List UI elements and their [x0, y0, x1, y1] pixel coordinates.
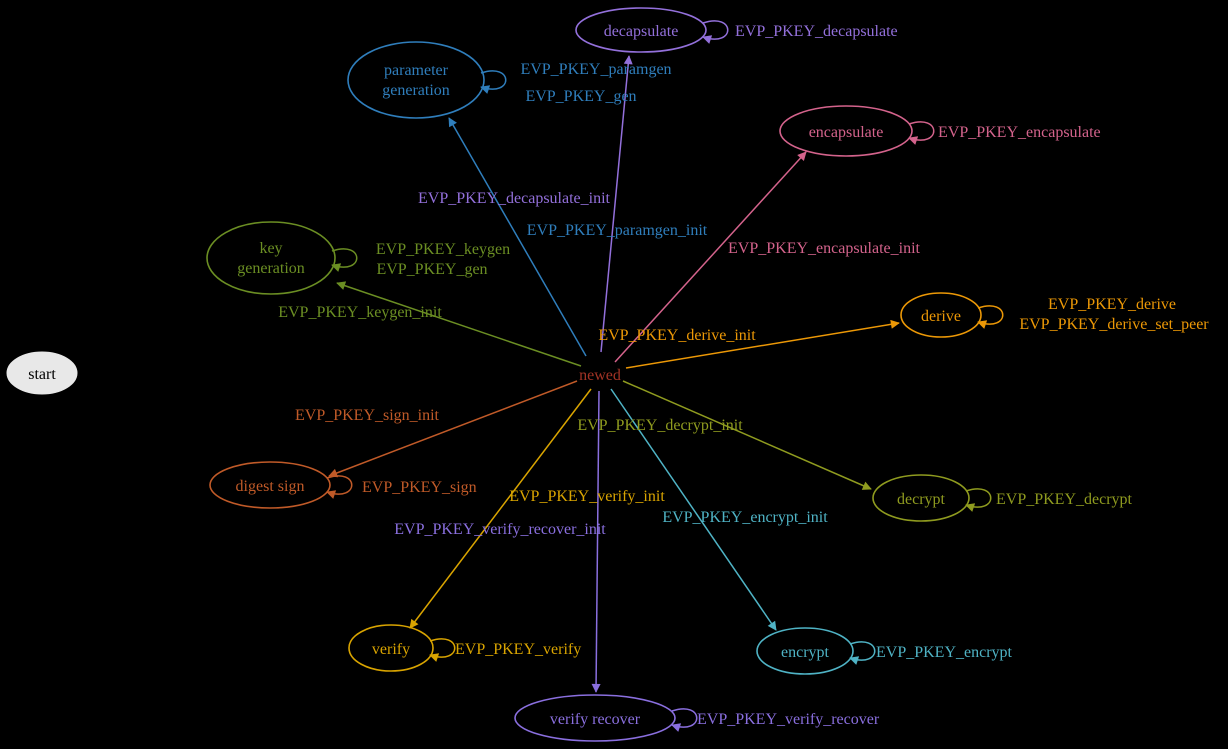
self-loop-label-keygen-line1: EVP_PKEY_keygen — [376, 241, 510, 258]
self-loop-encapsulate — [908, 121, 935, 145]
self-loop-decrypt — [965, 488, 992, 512]
self-loop-param-generation — [480, 70, 507, 94]
edge-newed-to-verify — [409, 388, 592, 629]
self-loop-encrypt — [849, 641, 876, 665]
self-loop-decapsulate — [702, 20, 729, 44]
node-derive-label: derive — [921, 308, 961, 325]
node-derive-ellipse — [900, 292, 982, 338]
edge-start-to-newed — [78, 369, 567, 379]
node-verify-label: verify — [372, 641, 410, 658]
edge-newed-to-decrypt — [622, 380, 872, 490]
node-verify-ellipse — [348, 624, 434, 672]
transition-label-decrypt-init: EVP_PKEY_decrypt_init — [577, 417, 743, 434]
node-start-label: start — [28, 366, 56, 383]
edge-newed-to-digest-sign — [328, 380, 578, 478]
edge-newed-to-encrypt — [610, 388, 777, 631]
node-digest-sign-label: digest sign — [236, 478, 305, 495]
node-decrypt-ellipse — [872, 474, 970, 522]
node-encapsulate-ellipse — [779, 105, 913, 157]
edge-newed-to-derive — [625, 319, 900, 369]
node-start-ellipse — [5, 350, 79, 396]
transition-label-encapsulate-init: EVP_PKEY_encapsulate_init — [728, 240, 921, 257]
self-loop-label-decrypt: EVP_PKEY_decrypt — [996, 491, 1133, 508]
self-loop-verify-recover — [671, 708, 698, 732]
node-param-generation-label-line2: generation — [382, 82, 450, 99]
self-loop-key-generation — [331, 248, 358, 272]
self-loop-label-sign: EVP_PKEY_sign — [362, 479, 477, 496]
node-decapsulate-label: decapsulate — [604, 23, 679, 40]
node-encrypt-label: encrypt — [781, 644, 830, 661]
edge-newed-to-key-generation — [336, 281, 582, 367]
transition-label-verify-recover-init: EVP_PKEY_verify_recover_init — [394, 521, 606, 538]
node-encrypt-ellipse — [756, 627, 854, 675]
node-verify-recover-ellipse — [514, 694, 676, 742]
self-loop-verify — [429, 638, 456, 662]
edge-newed-to-decapsulate — [600, 55, 633, 353]
node-newed-label: newed — [579, 367, 621, 384]
edge-newed-to-param-generation — [448, 117, 587, 357]
node-decrypt-label: decrypt — [897, 491, 946, 508]
node-encapsulate-label: encapsulate — [809, 124, 884, 141]
self-loop-label-decapsulate: EVP_PKEY_decapsulate — [735, 23, 898, 40]
node-key-generation-label-line1: key — [259, 240, 282, 257]
transition-label-paramgen-init: EVP_PKEY_paramgen_init — [527, 222, 708, 239]
transition-label-sign-init: EVP_PKEY_sign_init — [295, 407, 440, 424]
node-key-generation-label-line2: generation — [237, 260, 305, 277]
self-loop-label-paramgen-line1: EVP_PKEY_paramgen — [520, 61, 671, 78]
self-loop-label-encapsulate: EVP_PKEY_encapsulate — [938, 124, 1101, 141]
self-loop-label-keygen-line2: EVP_PKEY_gen — [376, 261, 487, 278]
node-verify-recover-label: verify recover — [550, 711, 641, 728]
self-loop-label-derive-line1: EVP_PKEY_derive — [1048, 296, 1176, 313]
node-key-generation-ellipse — [206, 221, 336, 295]
transition-label-decapsulate-init: EVP_PKEY_decapsulate_init — [418, 190, 611, 207]
node-param-generation-ellipse — [347, 41, 485, 119]
node-param-generation-label-line1: parameter — [384, 62, 449, 79]
transition-label-encrypt-init: EVP_PKEY_encrypt_init — [662, 509, 828, 526]
self-loop-label-encrypt: EVP_PKEY_encrypt — [876, 644, 1013, 661]
self-loop-derive — [977, 305, 1004, 329]
node-decapsulate-ellipse — [575, 7, 707, 53]
transition-label-verify-init: EVP_PKEY_verify_init — [509, 488, 665, 505]
transition-label-keygen-init: EVP_PKEY_keygen_init — [278, 304, 442, 321]
self-loop-label-verify: EVP_PKEY_verify — [455, 641, 581, 658]
edge-newed-to-encapsulate — [614, 151, 807, 363]
self-loop-label-verify-recover: EVP_PKEY_verify_recover — [697, 711, 880, 728]
edge-newed-to-verify-recover — [591, 390, 601, 693]
node-digest-sign-ellipse — [209, 461, 331, 509]
self-loop-digest-sign — [326, 475, 353, 499]
self-loop-label-paramgen-line2: EVP_PKEY_gen — [525, 88, 636, 105]
self-loop-label-derive-line2: EVP_PKEY_derive_set_peer — [1019, 316, 1209, 333]
transition-label-derive-init: EVP_PKEY_derive_init — [598, 327, 756, 344]
